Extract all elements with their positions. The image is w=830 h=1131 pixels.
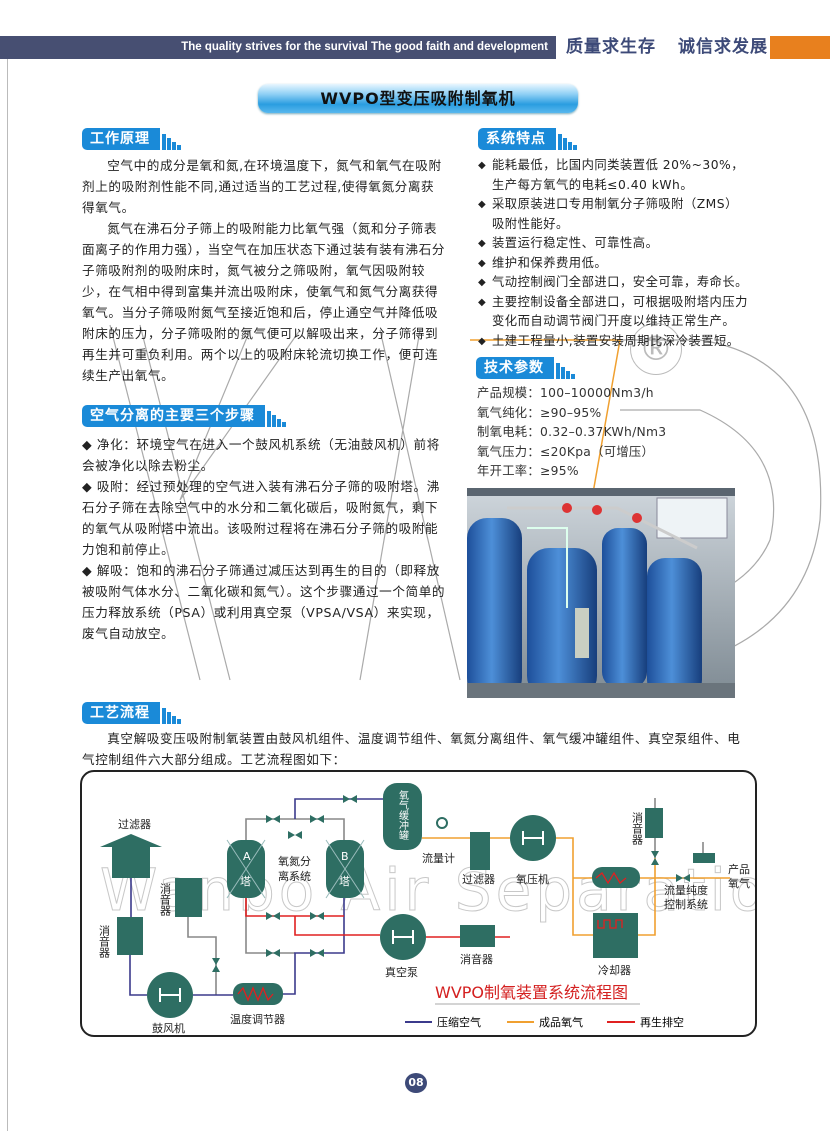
bars-icon	[556, 363, 575, 379]
legend-regeneration-vent: 再生排空	[640, 1015, 684, 1029]
label-control: 控制系统	[664, 897, 708, 911]
header-tagline: The quality strives for the survival The…	[0, 36, 556, 59]
muffler-icon	[175, 878, 202, 917]
section-heading-features: 系统特点	[478, 128, 577, 150]
section-heading-process: 工艺流程	[82, 702, 181, 724]
legend-compressed-air: 压缩空气	[437, 1015, 481, 1029]
air-filter-icon	[112, 847, 150, 878]
slogan-quality: 质量求生存	[566, 37, 656, 57]
diagram-legend: 压缩空气 成品氧气 再生排空	[405, 1015, 684, 1029]
temp-regulator-icon	[233, 983, 283, 1005]
feature-item: 能耗最低，比国内同类装置低 20%~30%，生产每方氧气的电耗≤0.40 kWh…	[478, 156, 750, 195]
feature-item: 维护和保养费用低。	[478, 254, 750, 274]
label-separation: 氧氮分	[278, 854, 311, 868]
label-separation: 离系统	[278, 869, 311, 883]
legend-product-oxygen: 成品氧气	[539, 1015, 583, 1029]
bars-icon	[162, 134, 181, 150]
label-blower: 鼓风机	[152, 1021, 185, 1035]
bars-icon	[162, 708, 181, 724]
muffler-icon	[645, 808, 663, 838]
buffer-tank-icon	[383, 783, 422, 850]
filter-roof-icon	[100, 834, 162, 847]
label-tower-b: B	[341, 850, 349, 863]
label-cooler: 冷却器	[598, 964, 631, 977]
diagram-labels: 过滤器 消音器 消音器 鼓风机 温度调节器 A 塔 B 塔 氧氮分 离系统 氧气…	[98, 789, 751, 1035]
spec-item: 产品规模：100–10000Nm3/h	[477, 386, 654, 400]
label-product: 产品	[728, 862, 750, 876]
heading-label: 空气分离的主要三个步骤	[82, 405, 265, 427]
page-title: WVPO型变压吸附制氧机	[258, 84, 578, 113]
watermark-text: Wanbo Air Separation	[100, 856, 757, 924]
spec-item: 制氧电耗：0.32–0.37KWh/Nm3	[477, 425, 667, 439]
label-muffler: 消音器	[98, 924, 111, 959]
feature-item: 土建工程量小,装置安装周期比深冷装置短。	[478, 332, 750, 352]
label-tower: 塔	[240, 875, 251, 888]
section-heading-principle: 工作原理	[82, 128, 181, 150]
process-intro-text: 真空解吸变压吸附制氧装置由鼓风机组件、温度调节组件、氧氮分离组件、氧气缓冲罐组件…	[82, 731, 741, 767]
oxygen-filter-icon	[470, 832, 490, 870]
spec-item: 氧气纯化：≥90–95%	[477, 405, 602, 420]
principle-paragraph: 氮气在沸石分子筛上的吸附能力比氧气强（氮和分子筛表面离子的作用力强），当空气在加…	[82, 221, 446, 383]
header-slogan: 质量求生存 诚信求发展	[566, 35, 790, 59]
heading-label: 工作原理	[82, 128, 160, 150]
analyzer-icon	[693, 853, 715, 863]
bars-icon	[267, 411, 286, 427]
label-buffer-tank: 氧气缓冲罐	[397, 789, 409, 841]
heading-label: 技术参数	[476, 357, 554, 379]
label-air-filter: 过滤器	[118, 818, 151, 831]
feature-item: 主要控制设备全部进口，可根据吸附塔内压力变化而自动调节阀门开度以维持正常生产。	[478, 293, 750, 332]
label-product: 氧气	[728, 876, 750, 890]
header-accent-block	[770, 36, 830, 59]
process-intro: 真空解吸变压吸附制氧装置由鼓风机组件、温度调节组件、氧氮分离组件、氧气缓冲罐组件…	[82, 728, 750, 770]
step-item: ◆ 吸附：经过预处理的空气进入装有沸石分子筛的吸附塔。沸石分子筛在去除空气中的水…	[82, 479, 440, 557]
valves	[212, 795, 690, 972]
slogan-faith: 诚信求发展	[678, 37, 768, 57]
label-flowmeter: 流量计	[422, 851, 455, 865]
heading-label: 系统特点	[478, 128, 556, 150]
label-muffler: 消音器	[460, 952, 493, 966]
equipment-photo	[467, 488, 735, 698]
specs-list: 产品规模：100–10000Nm3/h 氧气纯化：≥90–95% 制氧电耗：0.…	[477, 384, 666, 482]
diagram-title: WVPO制氧装置系统流程图	[435, 983, 628, 1002]
feature-item: 气动控制阀门全部进口，安全可靠，寿命长。	[478, 273, 750, 293]
step-item: ◆ 净化：环境空气在进入一个鼓风机系统（无油鼓风机）前将会被净化以除去粉尘。	[82, 437, 440, 473]
label-muffler: 消音器	[631, 811, 644, 846]
section-heading-steps: 空气分离的主要三个步骤	[82, 405, 286, 427]
label-oxygen-filter: 过滤器	[462, 873, 495, 886]
principle-paragraph: 空气中的成分是氧和氮,在环境温度下，氮气和氧气在吸附剂上的吸附剂性能不同,通过适…	[82, 158, 442, 215]
features-list: 能耗最低，比国内同类装置低 20%~30%，生产每方氧气的电耗≤0.40 kWh…	[478, 156, 750, 351]
label-muffler: 消音器	[159, 882, 172, 917]
label-temp-regulator: 温度调节器	[230, 1012, 285, 1026]
valve-icon	[266, 815, 280, 823]
heading-label: 工艺流程	[82, 702, 160, 724]
section-heading-specs: 技术参数	[476, 357, 575, 379]
label-vacuum-pump: 真空泵	[385, 965, 418, 979]
page-number: 08	[405, 1073, 427, 1093]
label-oxygen-compressor: 氧压机	[516, 872, 549, 886]
step-item: ◆ 解吸：饱和的沸石分子筛通过减压达到再生的目的（即释放被吸附气体水分、二氧化碳…	[82, 563, 446, 641]
spec-item: 氧气压力：≤20Kpa（可增压）	[477, 444, 655, 459]
page-edge-rule	[7, 38, 8, 1131]
muffler-icon	[117, 917, 143, 955]
muffler-icon	[460, 925, 495, 947]
steps-text: ◆ 净化：环境空气在进入一个鼓风机系统（无油鼓风机）前将会被净化以除去粉尘。 ◆…	[82, 434, 447, 644]
label-tower: 塔	[339, 875, 350, 888]
feature-item: 装置运行稳定性、可靠性高。	[478, 234, 750, 254]
label-tower-a: A	[243, 850, 251, 863]
bars-icon	[558, 134, 577, 150]
process-flow-diagram: Wanbo Air Separation 过滤器 消音器 消音器 鼓风机 温度调…	[80, 770, 757, 1037]
spec-item: 年开工率：≥95%	[477, 464, 579, 478]
feature-item: 采取原装进口专用制氧分子筛吸附（ZMS）吸附性能好。	[478, 195, 750, 234]
label-control: 流量纯度	[664, 883, 708, 897]
principle-text: 空气中的成分是氧和氮,在环境温度下，氮气和氧气在吸附剂上的吸附剂性能不同,通过适…	[82, 155, 447, 386]
